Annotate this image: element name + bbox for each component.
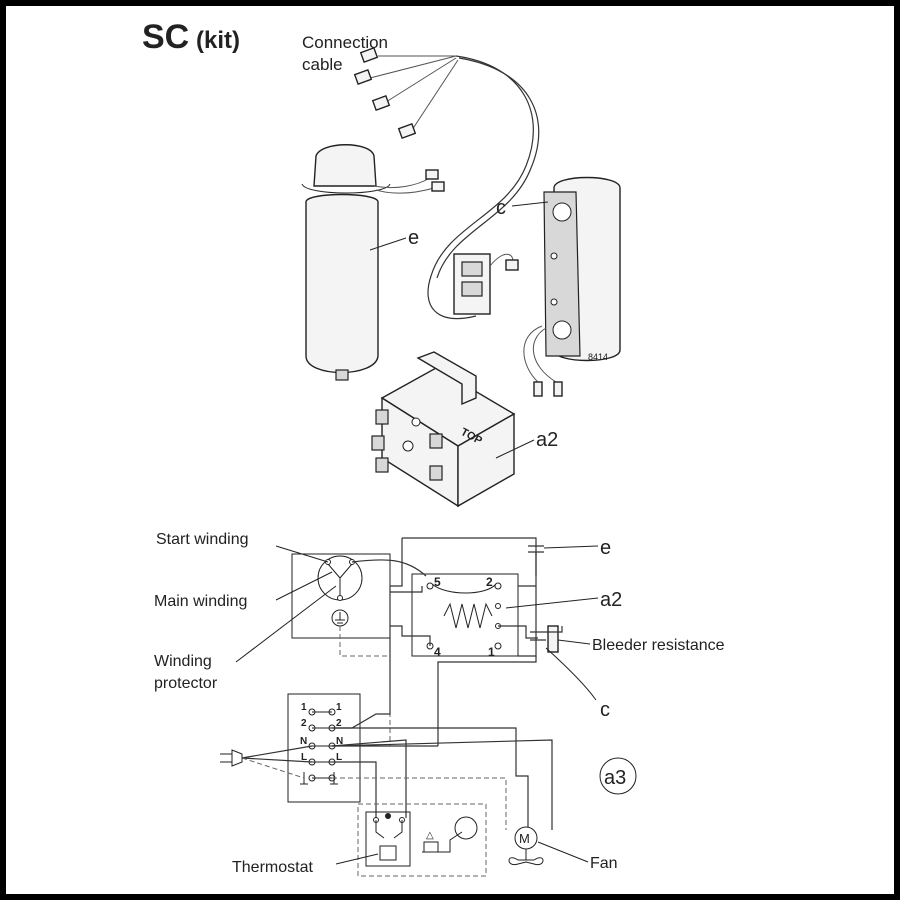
fan: M — [508, 826, 544, 866]
label-start-winding: Start winding — [156, 531, 249, 548]
tb-left-1: 1 — [301, 702, 307, 713]
label-winding-protector-1: Winding — [154, 653, 212, 670]
label-thermostat: Thermostat — [232, 859, 313, 876]
start-relay-a2 — [371, 351, 516, 508]
tb-left-l: L — [301, 752, 307, 763]
label-winding-protector-2: protector — [154, 675, 218, 692]
label-capacitor-c: c — [496, 197, 506, 219]
relay-terminal-5: 5 — [434, 575, 441, 589]
tb-left-2: 2 — [301, 718, 307, 729]
label-connection-cable-2: cable — [302, 55, 343, 74]
run-capacitor-c — [523, 176, 621, 397]
label-main-winding: Main winding — [154, 593, 247, 610]
label-schematic-e: e — [600, 537, 611, 559]
label-connection-cable-1: Connection — [302, 33, 388, 52]
diagram-id-circle — [599, 757, 637, 795]
wiring-diagram: SC (kit) Connection cable e — [142, 18, 725, 877]
label-part-number: 8414 — [588, 352, 608, 362]
relay-terminal-4: 4 — [434, 645, 441, 659]
start-capacitor-e — [301, 144, 445, 381]
tb-right-l: L — [336, 752, 342, 763]
relay-schematic — [411, 573, 519, 657]
label-relay-a2: a2 — [536, 429, 558, 451]
schematic-wiring — [351, 537, 563, 746]
thermostat: △ — [357, 803, 487, 877]
power-wiring — [220, 586, 553, 830]
label-diagram-id: a3 — [604, 767, 626, 789]
connection-cable — [353, 47, 540, 320]
label-fan: Fan — [590, 855, 618, 872]
compressor-schematic — [291, 553, 391, 639]
tb-left-n: N — [300, 736, 307, 747]
relay-terminal-1: 1 — [488, 645, 495, 659]
label-bleeder-resistance: Bleeder resistance — [592, 637, 725, 654]
tb-right-n: N — [336, 736, 343, 747]
tb-right-2: 2 — [336, 718, 342, 729]
svg-text:△: △ — [426, 830, 434, 841]
tb-right-1: 1 — [336, 702, 342, 713]
label-schematic-a2: a2 — [600, 589, 622, 611]
title-sub: (kit) — [196, 27, 240, 54]
title-main: SC — [142, 18, 189, 56]
fan-symbol: M — [519, 831, 530, 846]
label-capacitor-e: e — [408, 227, 419, 249]
diagram-frame: SC (kit) Connection cable e — [6, 6, 894, 894]
label-schematic-c: c — [600, 699, 610, 721]
relay-terminal-2: 2 — [486, 575, 493, 589]
